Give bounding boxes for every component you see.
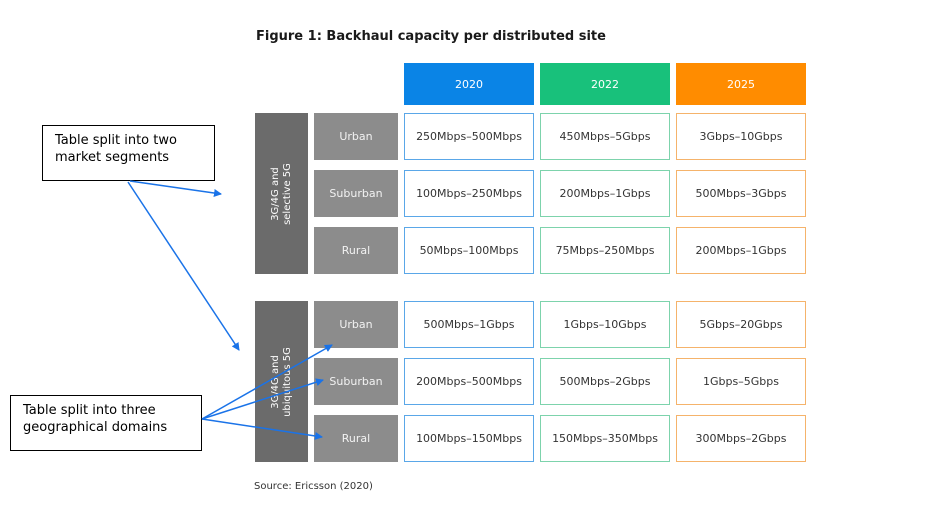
year-header-2022: 2022 <box>540 63 670 105</box>
domain-rural: Rural <box>314 415 398 462</box>
cell-s1-rural-2022: 75Mbps–250Mbps <box>540 227 670 274</box>
callout-line2: market segments <box>55 150 170 165</box>
year-header-2020: 2020 <box>404 63 534 105</box>
cell-s1-urban-2022: 450Mbps–5Gbps <box>540 113 670 160</box>
cell-s1-suburban-2025: 500Mbps–3Gbps <box>676 170 806 217</box>
callout-geographical-domains: Table split into three geographical doma… <box>10 395 202 451</box>
cell-s2-urban-2020: 500Mbps–1Gbps <box>404 301 534 348</box>
domain-suburban: Suburban <box>314 170 398 217</box>
cell-s1-suburban-2020: 100Mbps–250Mbps <box>404 170 534 217</box>
domain-urban: Urban <box>314 301 398 348</box>
cell-s2-urban-2022: 1Gbps–10Gbps <box>540 301 670 348</box>
domain-rural: Rural <box>314 227 398 274</box>
cell-s2-rural-2022: 150Mbps–350Mbps <box>540 415 670 462</box>
arrow-to-urban <box>201 344 333 420</box>
cell-s1-rural-2020: 50Mbps–100Mbps <box>404 227 534 274</box>
cell-s2-suburban-2022: 500Mbps–2Gbps <box>540 358 670 405</box>
domain-suburban: Suburban <box>314 358 398 405</box>
cell-s2-suburban-2020: 200Mbps–500Mbps <box>404 358 534 405</box>
arrow-to-segment-2 <box>127 181 240 351</box>
cell-s1-urban-2020: 250Mbps–500Mbps <box>404 113 534 160</box>
domain-urban: Urban <box>314 113 398 160</box>
cell-s1-suburban-2022: 200Mbps–1Gbps <box>540 170 670 217</box>
figure-title: Figure 1: Backhaul capacity per distribu… <box>256 29 606 44</box>
cell-s2-suburban-2025: 1Gbps–5Gbps <box>676 358 806 405</box>
callout-line1: Table split into two <box>55 133 177 148</box>
cell-s1-rural-2025: 200Mbps–1Gbps <box>676 227 806 274</box>
source-note: Source: Ericsson (2020) <box>254 481 373 492</box>
callout-line1: Table split into three <box>23 403 156 418</box>
callout-market-segments: Table split into two market segments <box>42 125 215 181</box>
segment-label-selective-5g: 3G/4G and selective 5G <box>255 113 308 274</box>
year-header-2025: 2025 <box>676 63 806 105</box>
arrow-to-segment-1 <box>129 180 222 197</box>
segment-label-ubiquitous-5g: 3G/4G and ubiquitous 5G <box>255 301 308 462</box>
arrow-to-suburban <box>201 378 324 420</box>
cell-s2-rural-2020: 100Mbps–150Mbps <box>404 415 534 462</box>
cell-s2-urban-2025: 5Gbps–20Gbps <box>676 301 806 348</box>
arrow-to-rural <box>201 418 323 440</box>
cell-s1-urban-2025: 3Gbps–10Gbps <box>676 113 806 160</box>
cell-s2-rural-2025: 300Mbps–2Gbps <box>676 415 806 462</box>
callout-line2: geographical domains <box>23 420 168 435</box>
